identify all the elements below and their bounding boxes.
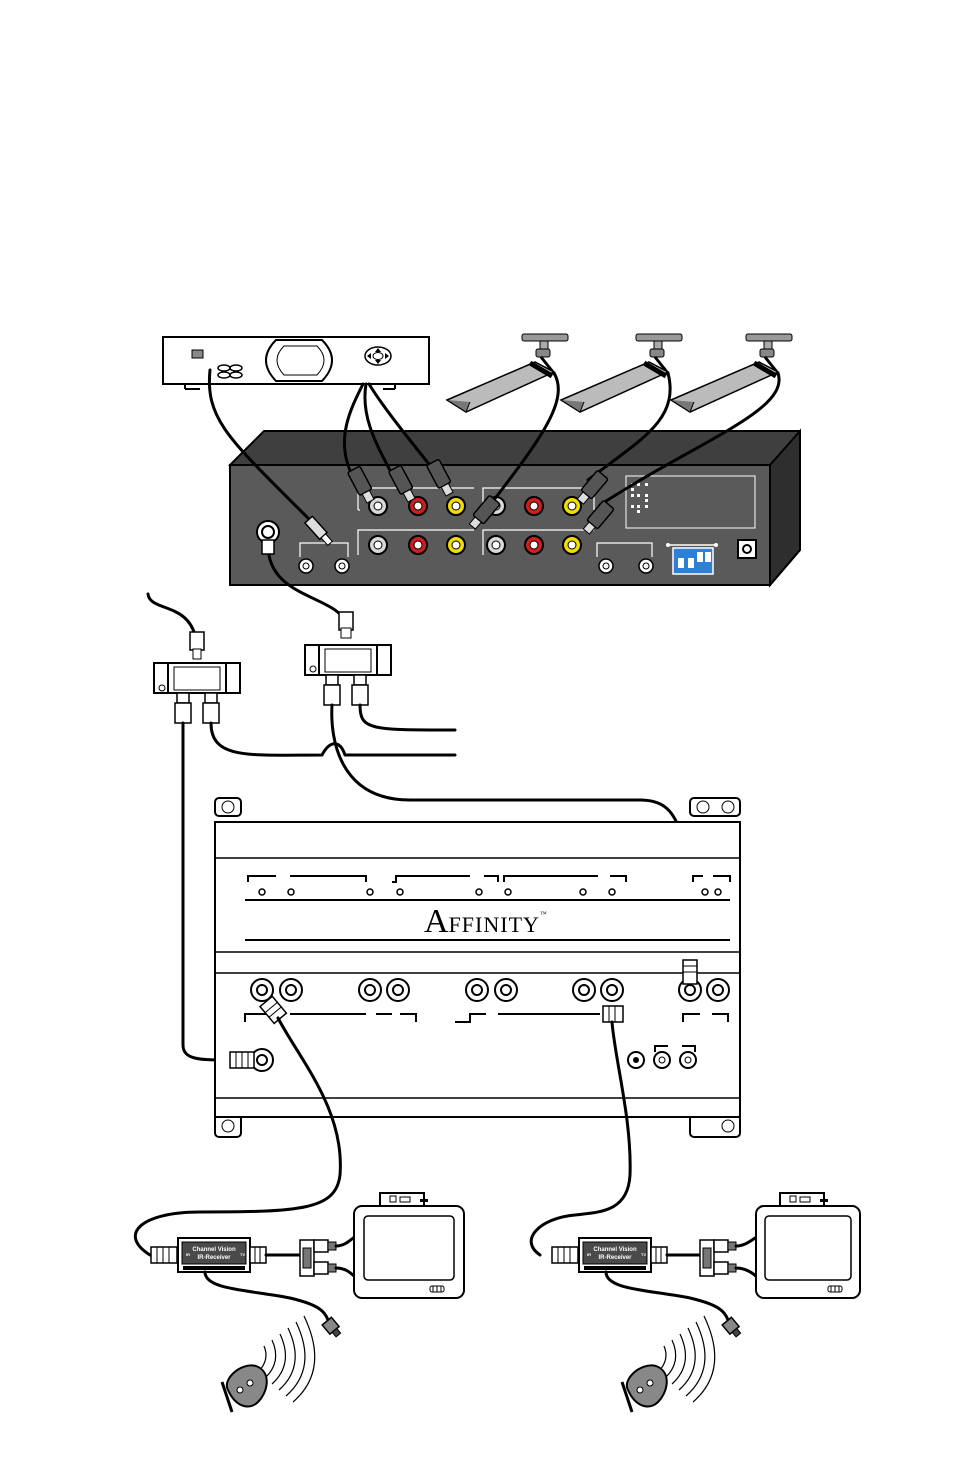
ir-window-icon	[192, 350, 203, 358]
television-zone-2	[756, 1193, 860, 1298]
camera-1	[447, 334, 568, 412]
camera-2	[561, 334, 682, 412]
dip-switch-block[interactable]	[666, 543, 718, 574]
nav-pad-icon	[365, 347, 391, 365]
svg-text:IR: IR	[186, 1252, 190, 1257]
source-receiver	[163, 337, 429, 389]
splitter-left	[148, 594, 240, 723]
svg-text:TV: TV	[641, 1252, 646, 1257]
svg-text:IR-Receiver: IR-Receiver	[598, 1255, 632, 1261]
splitter-right	[305, 612, 391, 705]
svg-text:IR: IR	[587, 1252, 591, 1257]
ir-receiver-zone-2: Channel Vision IR-Receiver IR TV	[552, 1236, 758, 1339]
svg-text:Channel Vision: Channel Vision	[192, 1247, 236, 1253]
svg-text:IR-Receiver: IR-Receiver	[197, 1255, 231, 1261]
affinity-unit: AFFINITY™	[215, 798, 740, 1137]
camera-3	[671, 334, 792, 412]
ir-receiver-zone-1: Channel Vision IR-Receiver IR TV	[151, 1236, 356, 1339]
television-zone-1	[354, 1193, 464, 1298]
svg-text:Channel Vision: Channel Vision	[593, 1247, 637, 1253]
svg-text:TV: TV	[240, 1252, 245, 1257]
modulator-unit	[230, 431, 800, 585]
remote-zone-1	[222, 1316, 315, 1412]
remote-zone-2	[622, 1316, 715, 1412]
